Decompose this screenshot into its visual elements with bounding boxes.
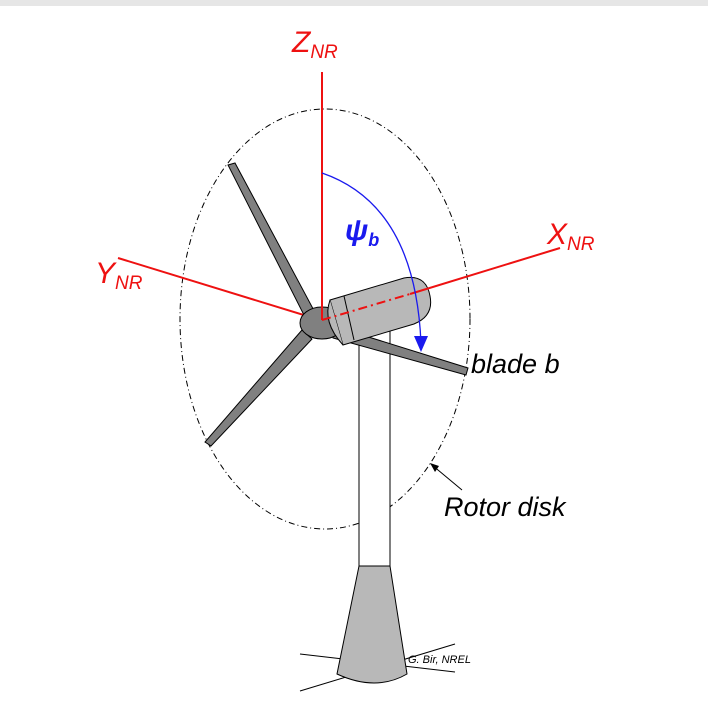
y-axis-line (117, 257, 321, 321)
azimuth-label: ψb (345, 214, 379, 250)
z-axis-label: ZNR (291, 26, 338, 63)
nacelle (329, 276, 432, 346)
blade-label: blade b (471, 349, 560, 379)
top-bar (0, 0, 708, 6)
x-axis-line (409, 247, 561, 295)
y-axis-label: YNR (95, 257, 143, 294)
azimuth-arrowhead (414, 336, 428, 352)
nacelle-band (343, 295, 355, 341)
rotor-disk-leader (431, 464, 463, 491)
blade-upper (227, 162, 319, 324)
rotor-disk-label: Rotor disk (444, 492, 567, 522)
rotor-disk-ellipse (179, 108, 471, 530)
x-axis-label: XNR (546, 218, 595, 255)
azimuth-arc (321, 172, 422, 344)
nacelle-front (327, 299, 344, 346)
rotor-disk-leader-arrowhead (430, 463, 439, 472)
tower (358, 329, 391, 567)
blade-lower (204, 329, 313, 447)
x-axis-line-dashed (321, 293, 411, 321)
credit-label: G. Bir, NREL (408, 654, 471, 666)
tower-base (336, 565, 408, 684)
